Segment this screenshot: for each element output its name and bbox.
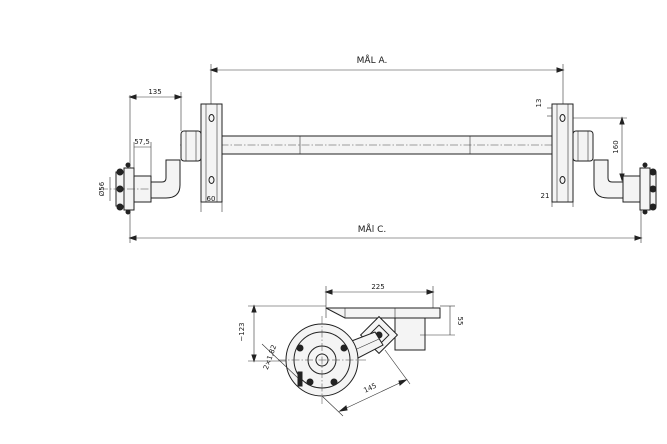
dimension-135: 135	[128, 88, 183, 131]
left-wheel-hub	[100, 162, 150, 215]
dimension-mal-a: MÅL A.	[209, 54, 565, 104]
label-135: 135	[148, 88, 161, 96]
side-mounting-bracket	[325, 307, 441, 351]
left-mounting-bracket	[200, 103, 223, 203]
axle-top-view: MÅL A. MÅl C.	[98, 54, 657, 243]
label-225: 225	[371, 283, 384, 291]
dimension-57-5: 57,5	[133, 138, 152, 176]
dimension-55: 55	[420, 305, 464, 336]
dimension-225: 225	[324, 283, 435, 318]
dimension-21: 21	[541, 192, 574, 207]
dimension-13: 13	[535, 99, 552, 117]
dimension-123: ~123	[238, 304, 326, 363]
side-wheel-hub	[278, 316, 366, 404]
label-mal-a: MÅL A.	[357, 54, 388, 66]
label-13: 13	[535, 99, 543, 108]
label-diameter: Ø56	[98, 181, 106, 196]
right-mounting-bracket	[551, 103, 574, 203]
axle-tube	[180, 135, 595, 155]
label-mal-c: MÅl C.	[358, 223, 386, 235]
label-60: 60	[207, 195, 216, 203]
dimension-diameter: Ø56	[98, 177, 111, 201]
label-55: 55	[456, 317, 464, 326]
left-torsion-arm	[133, 130, 202, 203]
label-21: 21	[541, 192, 550, 200]
axle-side-view: 225 55	[238, 283, 464, 417]
label-160: 160	[612, 140, 620, 153]
label-123: ~123	[238, 322, 246, 341]
label-145: 145	[362, 382, 378, 395]
label-57-5: 57,5	[134, 138, 150, 146]
right-wheel-hub	[639, 162, 657, 215]
dimension-60: 60	[200, 195, 223, 212]
right-torsion-arm	[572, 130, 641, 203]
dimension-160: 160	[573, 116, 627, 182]
